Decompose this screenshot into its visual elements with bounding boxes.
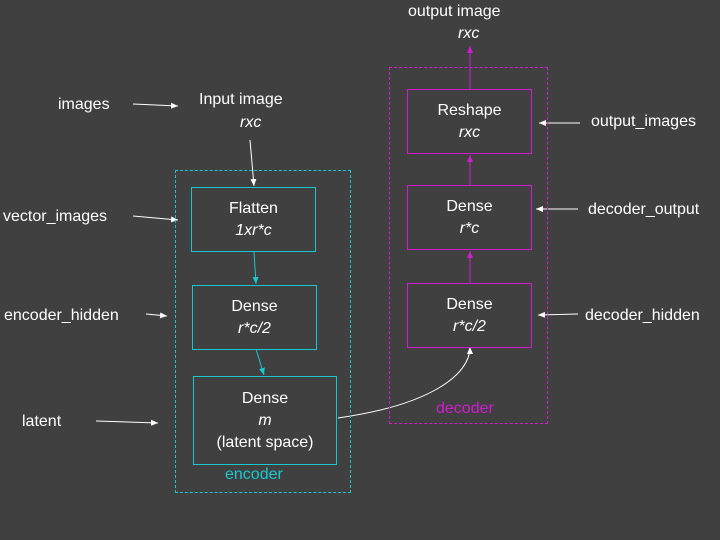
decoder-dense-output-dims: r*c	[459, 219, 480, 237]
decoder-title: decoder	[436, 400, 494, 417]
input-image-title: Input image	[199, 91, 283, 108]
decoder-dense-output-layer: Dense r*c	[407, 185, 532, 250]
arrow-latent-to-decoder	[337, 346, 473, 419]
arrow-vector-images	[132, 215, 179, 223]
label-images: images	[58, 96, 110, 113]
latent-dense-name: Dense	[241, 389, 289, 407]
label-decoder-output: decoder_output	[588, 201, 700, 218]
decoder-dense-hidden-layer: Dense r*c/2	[407, 283, 532, 348]
arrow-dense-to-latent	[255, 348, 265, 376]
label-decoder-hidden: decoder_hidden	[585, 307, 700, 324]
encoder-dense-hidden-layer: Dense r*c/2	[192, 285, 317, 350]
label-latent: latent	[22, 413, 62, 430]
reshape-dims: rxc	[458, 123, 481, 141]
decoder-group	[389, 67, 548, 424]
latent-dense-layer: Dense m (latent space)	[193, 376, 337, 465]
latent-dense-dims: m	[258, 411, 272, 429]
decoder-dense-hidden-name: Dense	[446, 295, 493, 313]
label-encoder-hidden: encoder_hidden	[4, 307, 119, 324]
arrow-decoder-hidden	[537, 311, 579, 318]
encoder-dense-hidden-dims: r*c/2	[238, 319, 271, 337]
encoder-dense-hidden-name: Dense	[231, 297, 278, 315]
input-image-dims: rxc	[240, 114, 262, 131]
flatten-layer: Flatten 1xr*c	[191, 187, 316, 252]
decoder-dense-output-name: Dense	[446, 197, 493, 215]
flatten-dims: 1xr*c	[235, 221, 272, 239]
arrow-flatten-to-dense	[252, 251, 259, 285]
latent-dense-note: (latent space)	[216, 433, 314, 451]
arrow-latent	[95, 419, 159, 426]
reshape-name: Reshape	[437, 101, 502, 119]
output-image-title: output image	[408, 3, 501, 20]
arrow-images	[132, 102, 179, 109]
flatten-name: Flatten	[229, 199, 278, 217]
encoder-title: encoder	[225, 466, 283, 483]
arrow-input-to-flatten	[249, 139, 257, 187]
reshape-layer: Reshape rxc	[407, 89, 532, 154]
label-output-images: output_images	[591, 113, 696, 130]
encoder-group	[175, 170, 351, 493]
decoder-dense-hidden-dims: r*c/2	[453, 317, 486, 335]
output-image-dims: rxc	[458, 25, 480, 42]
arrow-encoder-hidden	[145, 312, 168, 319]
label-vector-images: vector_images	[3, 208, 108, 225]
